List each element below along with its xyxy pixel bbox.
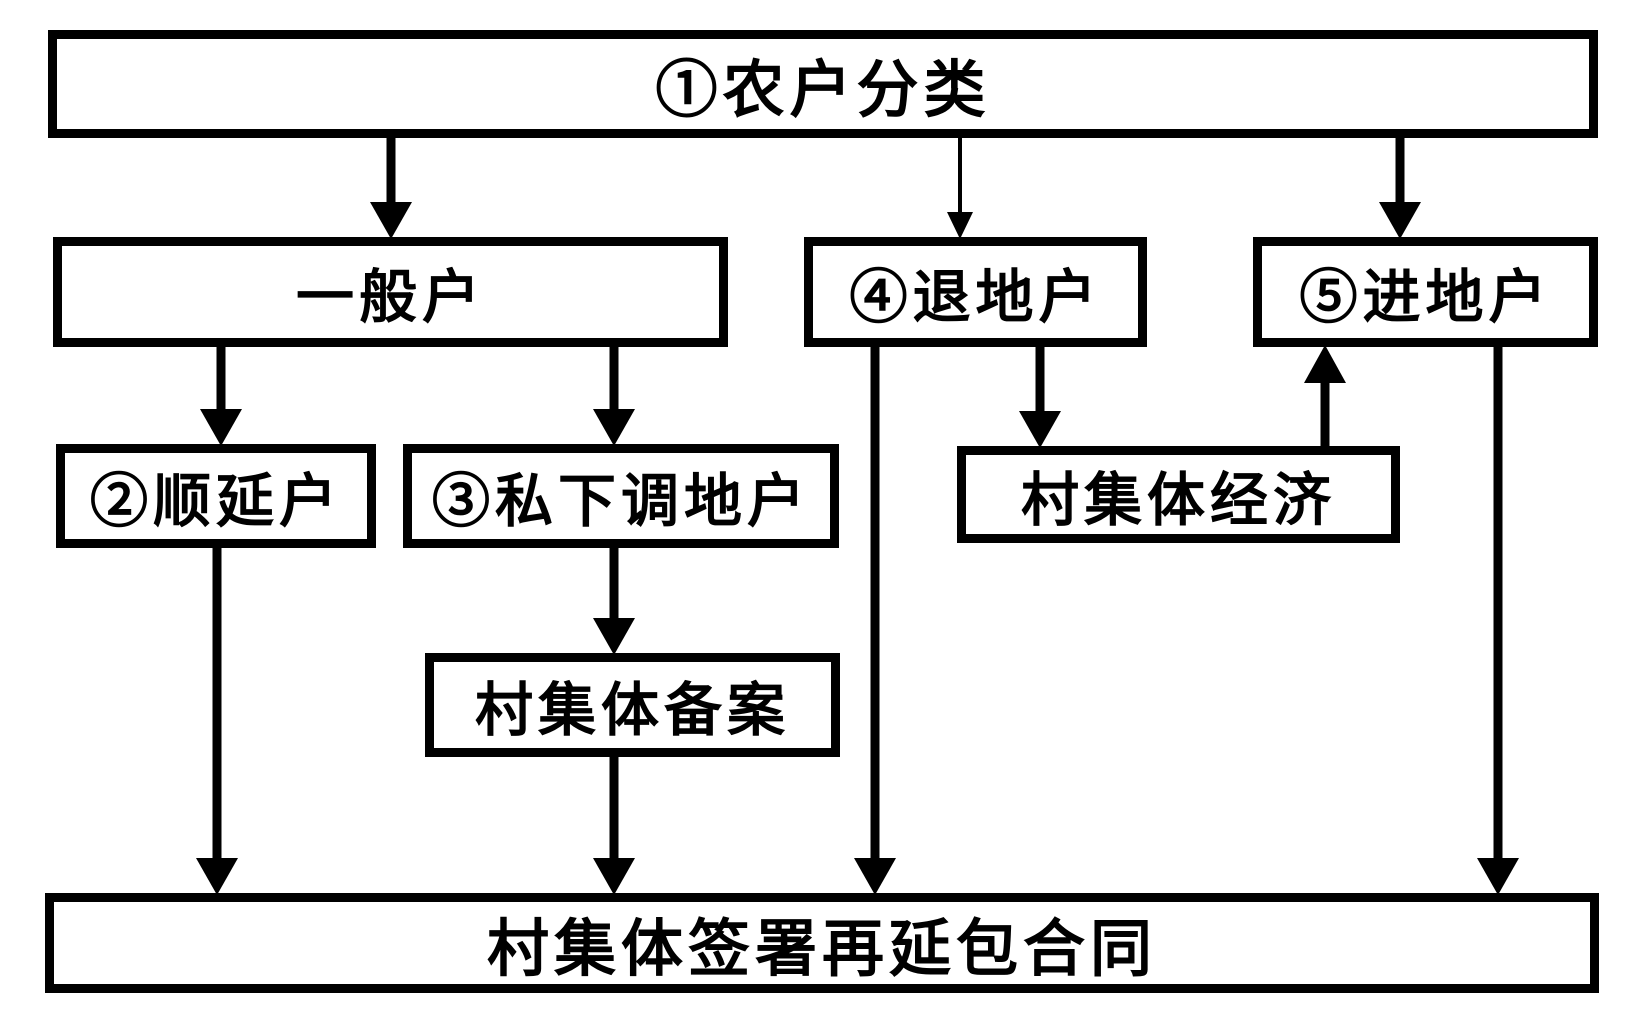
arrow-private-adjustment-to-filing <box>593 546 635 655</box>
arrow-top-to-land-entering <box>1379 133 1421 239</box>
node-general-household: 一般户 <box>53 237 728 347</box>
arrow-land-returning-to-collective-economy <box>1019 343 1061 448</box>
arrow-extension-to-contract <box>196 546 238 895</box>
node-village-collective-filing: 村集体备案 <box>425 653 840 757</box>
arrow-general-to-extension <box>200 343 242 446</box>
arrow-general-to-private-adjustment <box>593 343 635 446</box>
node-extension-household: ②顺延户 <box>56 444 376 548</box>
arrow-collective-economy-to-land-entering <box>1304 345 1346 449</box>
arrow-land-entering-to-contract <box>1477 343 1519 895</box>
arrow-top-to-general <box>370 133 412 239</box>
node-village-collective-contract-signing: 村集体签署再延包合同 <box>45 893 1599 993</box>
arrow-filing-to-contract <box>593 755 635 895</box>
node-farmer-classification: ①农户分类 <box>48 30 1598 138</box>
node-land-entering-household: ⑤进地户 <box>1253 237 1598 347</box>
node-land-returning-household: ④退地户 <box>804 237 1147 347</box>
arrow-land-returning-to-contract <box>854 343 896 895</box>
arrow-top-to-land-returning <box>947 133 973 239</box>
node-private-land-adjustment-household: ③私下调地户 <box>403 444 839 548</box>
node-village-collective-economy: 村集体经济 <box>957 446 1400 543</box>
